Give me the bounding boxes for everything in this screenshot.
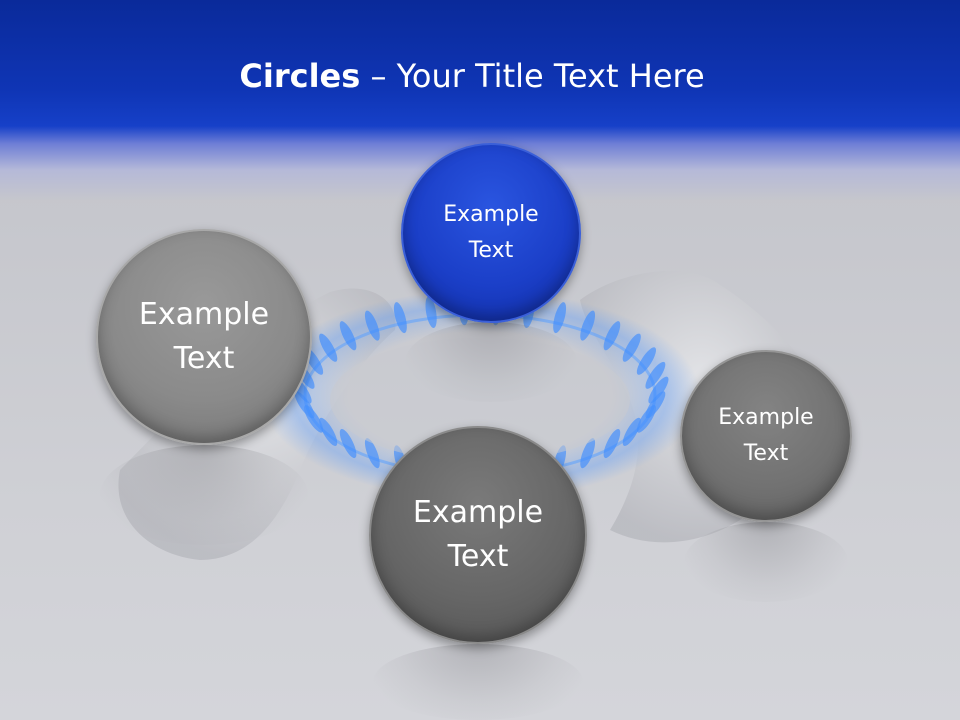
flame-tongue xyxy=(580,438,596,469)
slide-title: Circles – Your Title Text Here xyxy=(0,56,944,96)
circle-label-line1: Example xyxy=(138,297,270,332)
left-circle-reflection xyxy=(100,445,308,545)
circle-label-line2: Text xyxy=(468,238,514,263)
flame-tongue xyxy=(580,310,596,341)
flame-tongue xyxy=(636,405,657,433)
circle-label-line2: Text xyxy=(447,539,509,574)
right-circle-reflection xyxy=(684,522,848,602)
circle-label-line1: Example xyxy=(412,495,544,530)
flame-tongue xyxy=(319,417,338,446)
flame-tongue xyxy=(603,321,621,351)
circle-blue-top[interactable]: Example Text xyxy=(401,143,581,323)
flame-tongue xyxy=(393,302,407,334)
circle-label-line1: Example xyxy=(443,202,539,227)
flame-tongue xyxy=(339,321,357,351)
flame-tongue xyxy=(339,428,357,459)
flame-tongue xyxy=(319,333,338,362)
flame-tongue xyxy=(364,438,380,469)
flame-tongue xyxy=(425,296,437,328)
circle-label-line2: Text xyxy=(173,341,235,376)
circle-label-line1: Example xyxy=(718,405,814,430)
circle-gray-left[interactable]: Example Text xyxy=(96,229,312,445)
title-rest-part: – Your Title Text Here xyxy=(360,57,705,95)
flame-tongue xyxy=(603,428,621,459)
flame-tongue xyxy=(636,347,657,375)
blue-circle-reflection xyxy=(405,322,577,402)
flame-tongue xyxy=(364,310,380,341)
flame-tongue xyxy=(294,391,315,419)
flame-tongue xyxy=(645,361,666,389)
bottom-circle-reflection xyxy=(373,644,583,720)
flame-tongue xyxy=(622,417,641,446)
circle-gray-right[interactable]: Example Text xyxy=(680,350,852,522)
flame-tongue xyxy=(622,333,641,362)
flame-tongue xyxy=(648,376,669,404)
title-bold-part: Circles xyxy=(239,57,361,95)
flame-tongue xyxy=(553,302,567,334)
circle-label-line2: Text xyxy=(743,441,789,466)
circle-dark-gray-bottom[interactable]: Example Text xyxy=(369,426,587,644)
